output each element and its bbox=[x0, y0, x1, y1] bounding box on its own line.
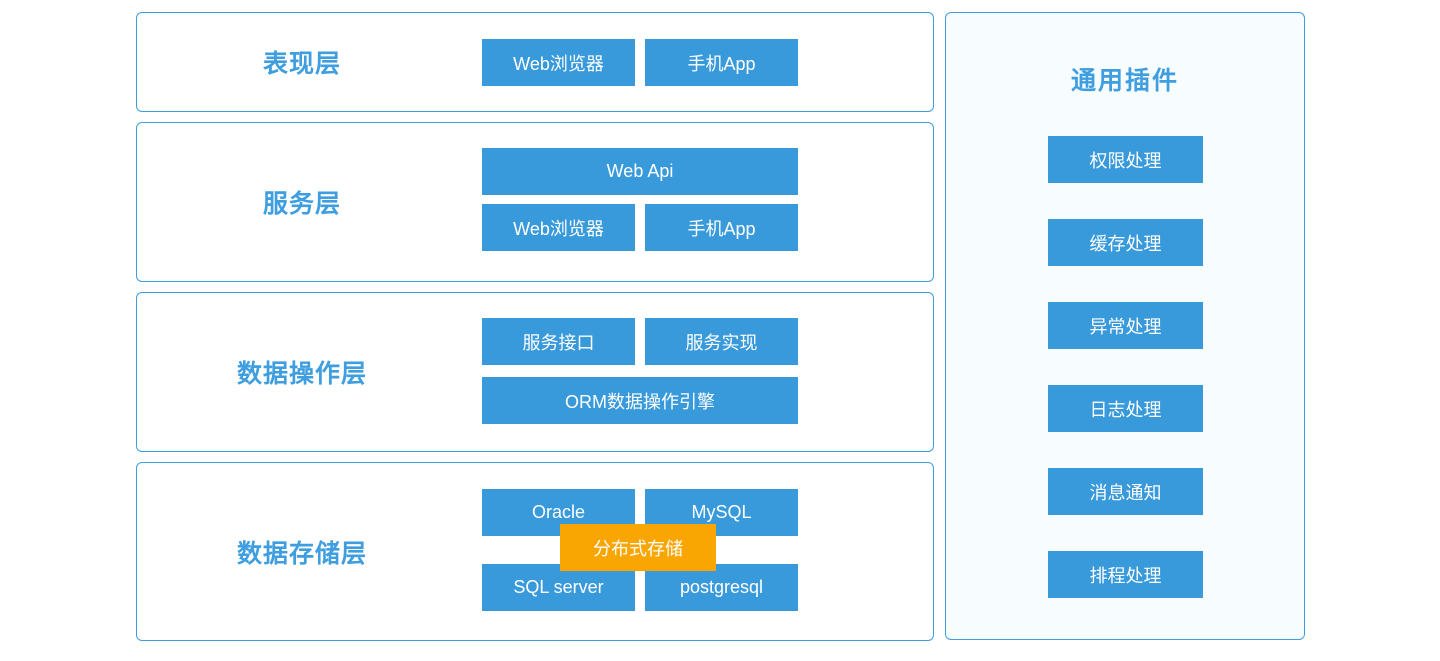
box-mobile-app: 手机App bbox=[645, 204, 798, 251]
plugin-cache: 缓存处理 bbox=[1048, 219, 1203, 266]
layer-data-storage: 数据存储层 Oracle MySQL SQL server postgresql… bbox=[136, 462, 934, 641]
box-service-implementation: 服务实现 bbox=[645, 318, 798, 365]
box-sql-server: SQL server bbox=[482, 564, 635, 611]
box-orm-engine: ORM数据操作引擎 bbox=[482, 377, 798, 424]
plugin-permission: 权限处理 bbox=[1048, 136, 1203, 183]
layer-presentation: 表现层 Web浏览器 手机App bbox=[136, 12, 934, 112]
box-oracle: Oracle bbox=[482, 489, 635, 536]
box-service-interface: 服务接口 bbox=[482, 318, 635, 365]
box-postgresql: postgresql bbox=[645, 564, 798, 611]
layer-label-data-operation: 数据操作层 bbox=[236, 360, 367, 388]
box-web-api: Web Api bbox=[482, 148, 798, 195]
box-web-browser: Web浏览器 bbox=[482, 204, 635, 251]
box-mobile-app: 手机App bbox=[645, 39, 798, 86]
layer-label-data-storage: 数据存储层 bbox=[236, 539, 367, 568]
plugin-notification: 消息通知 bbox=[1048, 468, 1203, 515]
layer-label-service: 服务层 bbox=[262, 190, 341, 218]
box-distributed-storage: 分布式存储 bbox=[560, 524, 716, 571]
box-web-browser: Web浏览器 bbox=[482, 39, 635, 86]
layer-service: 服务层 Web Api Web浏览器 手机App bbox=[136, 122, 934, 282]
layer-data-operation: 数据操作层 服务接口 服务实现 ORM数据操作引擎 bbox=[136, 292, 934, 452]
plugin-exception: 异常处理 bbox=[1048, 302, 1203, 349]
plugins-panel: 通用插件 权限处理 缓存处理 异常处理 日志处理 消息通知 排程处理 bbox=[945, 12, 1305, 640]
plugin-scheduling: 排程处理 bbox=[1048, 551, 1203, 598]
layer-label-presentation: 表现层 bbox=[262, 50, 341, 78]
plugin-logging: 日志处理 bbox=[1048, 385, 1203, 432]
plugins-panel-title: 通用插件 bbox=[1070, 67, 1179, 95]
